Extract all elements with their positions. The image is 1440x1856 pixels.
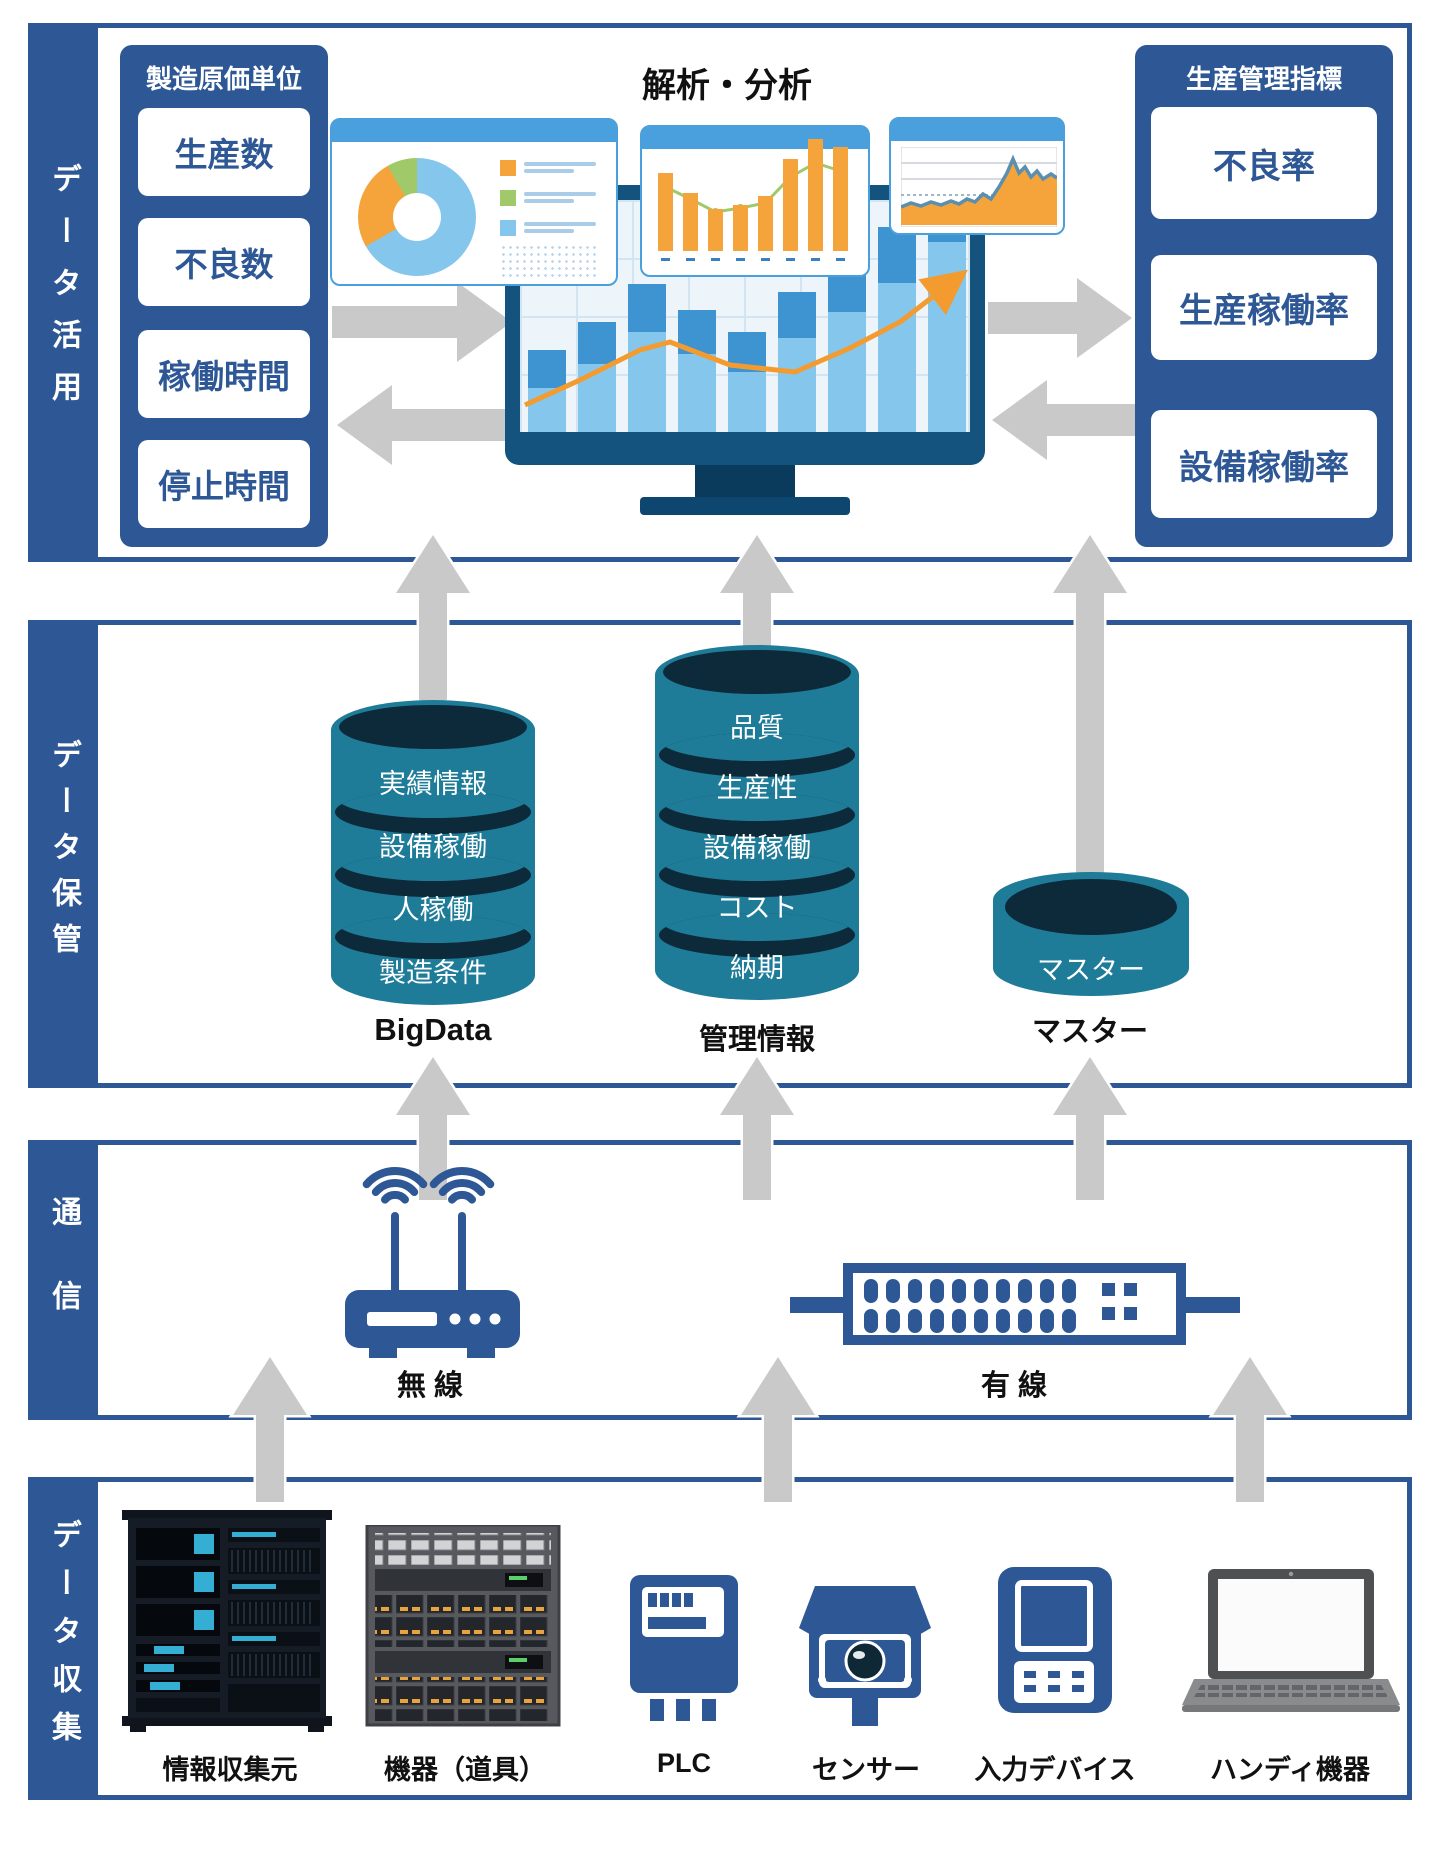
layer-title: データ活用 bbox=[47, 162, 80, 423]
donut-chart-card bbox=[330, 118, 618, 286]
monitor-stand-base bbox=[640, 497, 850, 515]
wireless-label: 無 線 bbox=[396, 1370, 464, 1402]
cylinder-opening bbox=[339, 705, 527, 749]
card-header bbox=[891, 119, 1063, 141]
device-label: PLC bbox=[657, 1748, 711, 1778]
db-segment: 実績情報 bbox=[379, 769, 487, 799]
layer-title: 通信 bbox=[47, 1196, 80, 1364]
equipment-rack-icon bbox=[365, 1525, 561, 1727]
device-label: 機器（道具） bbox=[384, 1755, 546, 1785]
wired-label: 有 線 bbox=[980, 1370, 1048, 1402]
bigdata-database-icon: 実績情報 設備稼働 人稼働 製造条件 bbox=[331, 700, 535, 1005]
panel-title: 製造原価単位 bbox=[145, 64, 302, 94]
production-kpi-panel: 生産管理指標 不良率 生産稼働率 設備稼働率 bbox=[1135, 45, 1393, 547]
management-info-label: 管理情報 bbox=[698, 1024, 815, 1056]
db-segment: マスター bbox=[1037, 955, 1145, 985]
layer-title: データ収集 bbox=[47, 1518, 80, 1759]
bigdata-label: BigData bbox=[374, 1012, 492, 1047]
donut-chart bbox=[358, 158, 476, 276]
metric-box: 稼働時間 bbox=[138, 330, 310, 418]
legend-swatch-blue bbox=[500, 220, 516, 236]
db-segment: 人稼働 bbox=[392, 895, 474, 925]
legend-swatch-green bbox=[500, 190, 516, 206]
card-header bbox=[332, 120, 616, 142]
area-chart bbox=[901, 147, 1057, 227]
metric-box: 停止時間 bbox=[138, 440, 310, 528]
db-segment: 製造条件 bbox=[379, 958, 487, 988]
monitor-stand-neck bbox=[695, 465, 795, 499]
device-label: 情報収集元 bbox=[162, 1755, 298, 1785]
db-segment: 生産性 bbox=[716, 773, 798, 803]
master-label: マスター bbox=[1031, 1016, 1148, 1048]
device-label: ハンディ機器 bbox=[1209, 1755, 1371, 1785]
cylinder-opening bbox=[663, 650, 851, 694]
analysis-section-title: 解析・分析 bbox=[642, 67, 812, 105]
layer-title: データ保管 bbox=[47, 739, 80, 969]
card-header bbox=[642, 127, 868, 149]
db-segment: コスト bbox=[716, 893, 798, 923]
device-label: センサー bbox=[812, 1755, 920, 1785]
db-segment: 納期 bbox=[730, 953, 784, 983]
db-segment: 設備稼働 bbox=[379, 832, 487, 862]
device-label: 入力デバイス bbox=[974, 1755, 1136, 1785]
layer-label-bar: データ保管 bbox=[28, 620, 98, 1088]
panel-title: 生産管理指標 bbox=[1185, 64, 1342, 94]
wired-hub-icon bbox=[790, 1263, 1240, 1345]
metric-box: 設備稼働率 bbox=[1151, 410, 1377, 518]
dotted-texture bbox=[500, 244, 600, 278]
plc-icon bbox=[630, 1575, 738, 1721]
wireless-router-icon bbox=[345, 1167, 520, 1358]
server-rack-icon bbox=[122, 1510, 332, 1732]
master-database-icon: マスター bbox=[993, 872, 1189, 996]
metric-box: 不良数 bbox=[138, 218, 310, 306]
sensor-camera-icon bbox=[799, 1586, 931, 1726]
layer-label-bar: データ活用 bbox=[28, 23, 98, 562]
layer-label-bar: 通信 bbox=[28, 1140, 98, 1420]
cylinder-opening bbox=[1004, 879, 1178, 935]
input-device-icon bbox=[998, 1567, 1112, 1713]
trend-line bbox=[523, 269, 968, 408]
laptop-icon bbox=[1182, 1569, 1400, 1712]
legend-swatch-orange bbox=[500, 160, 516, 176]
metric-box: 生産稼働率 bbox=[1151, 255, 1377, 360]
bar-line-chart bbox=[654, 139, 854, 261]
area-chart-card bbox=[889, 117, 1065, 235]
db-segment: 品質 bbox=[730, 713, 784, 743]
db-segment: 設備稼働 bbox=[703, 833, 811, 863]
layer-label-bar: データ収集 bbox=[28, 1477, 98, 1800]
management-database-icon: 品質 生産性 設備稼働 コスト 納期 bbox=[655, 645, 859, 1000]
bar-line-chart-card bbox=[640, 125, 870, 277]
metric-box: 生産数 bbox=[138, 108, 310, 196]
manufacturing-cost-panel: 製造原価単位 生産数 不良数 稼働時間 停止時間 bbox=[120, 45, 328, 547]
metric-box: 不良率 bbox=[1151, 107, 1377, 219]
